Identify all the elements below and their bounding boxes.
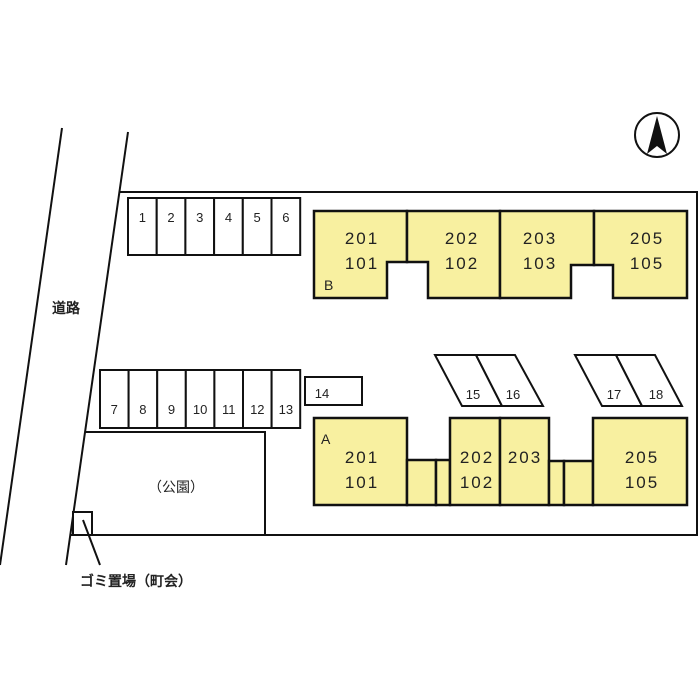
parking-number: 12 (250, 402, 264, 417)
unit-number: 102 (460, 473, 494, 492)
park-label: （公園） (148, 480, 204, 496)
unit-number: 202 (445, 229, 479, 248)
unit-number: 103 (523, 254, 557, 273)
parking-number: 1 (139, 210, 146, 225)
parking-space-2 (155, 197, 187, 256)
parking-space-7 (99, 369, 130, 429)
building-b: 201 101 202 102 203 103 205 105 B (312, 209, 689, 300)
unit-number: 101 (345, 473, 379, 492)
parking-space-13 (270, 369, 302, 429)
site-boundary (70, 191, 698, 536)
parking-space-9 (156, 369, 187, 429)
road-edge-left (0, 127, 63, 566)
parking-number: 3 (196, 210, 203, 225)
parking-number: 14 (315, 386, 329, 401)
parking-number: 15 (466, 387, 480, 402)
parking-number: 16 (506, 387, 520, 402)
parking-space-8 (127, 369, 159, 429)
garbage-label: ゴミ置場（町会） (80, 573, 192, 590)
parking-row-middle: 7 8 9 10 11 12 13 (99, 369, 302, 429)
unit-number: 105 (630, 254, 664, 273)
parking-space-10 (184, 369, 216, 429)
unit-number: 201 (345, 229, 379, 248)
park-boundary (85, 431, 266, 535)
road-edge-right (65, 131, 129, 566)
unit-number: 102 (445, 254, 479, 273)
parking-number: 6 (282, 210, 289, 225)
parking-space-6 (270, 197, 302, 256)
parking-slanted-15-16: 15 16 (433, 354, 545, 407)
parking-number: 17 (607, 387, 621, 402)
parking-row-top: 1 2 3 4 5 6 (127, 197, 302, 256)
parking-number: 9 (168, 402, 175, 417)
unit-number: 101 (345, 254, 379, 273)
garbage-area (72, 511, 93, 536)
road-label: 道路 (52, 300, 81, 317)
parking-space-11 (213, 369, 244, 429)
parking-space-14 (304, 376, 363, 406)
north-arrow-icon (634, 112, 680, 158)
unit-number: 201 (345, 448, 379, 467)
parking-space-5 (241, 197, 273, 256)
parking-slanted-17-18: 17 18 (573, 354, 684, 407)
parking-number: 10 (193, 402, 207, 417)
parking-number: 2 (167, 210, 174, 225)
parking-number: 13 (279, 402, 293, 417)
unit-number: 105 (625, 473, 659, 492)
parking-number: 4 (225, 210, 232, 225)
parking-number: 7 (111, 402, 118, 417)
parking-space-4 (213, 197, 244, 256)
unit-number: 205 (625, 448, 659, 467)
building-label: A (321, 431, 331, 447)
garbage-leader-line (82, 519, 101, 566)
unit-number: 203 (508, 448, 542, 467)
parking-space-1 (127, 197, 158, 256)
parking-number: 11 (222, 402, 236, 417)
unit-number: 202 (460, 448, 494, 467)
parking-number: 18 (649, 387, 663, 402)
parking-space-12 (242, 369, 273, 429)
parking-number: 8 (139, 402, 146, 417)
parking-space-3 (184, 197, 216, 256)
unit-number: 205 (630, 229, 664, 248)
building-label: B (324, 277, 333, 293)
unit-number: 203 (523, 229, 557, 248)
building-a: A 201 101 202 102 203 205 105 (312, 416, 689, 507)
parking-number: 5 (254, 210, 261, 225)
